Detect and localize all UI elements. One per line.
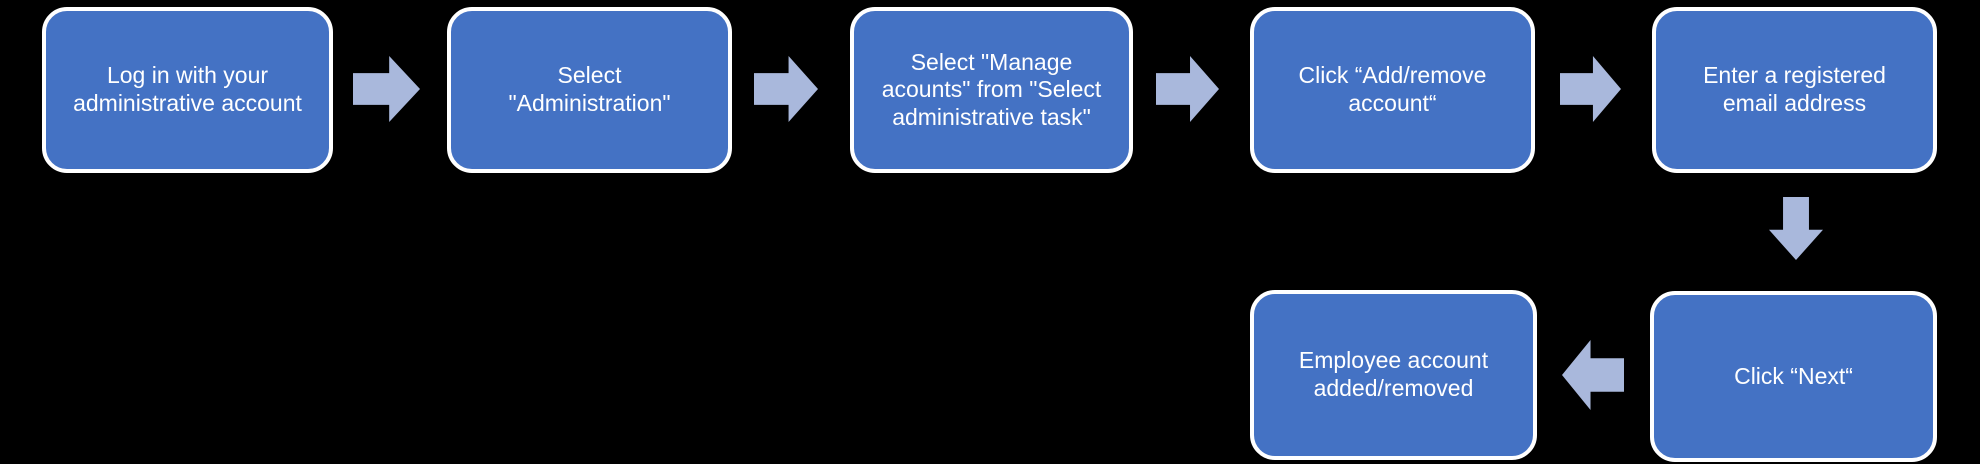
- arrow-left-icon: [1562, 340, 1624, 410]
- arrow-right-icon: [353, 56, 420, 122]
- arrow-right-icon: [754, 56, 818, 122]
- flow-step-login: Log in with your administrative account: [42, 7, 333, 173]
- flow-step-manage-accounts: Select "Manage acounts" from "Select adm…: [850, 7, 1133, 173]
- flow-step-enter-email: Enter a registered email address: [1652, 7, 1937, 173]
- arrow-down-icon: [1769, 197, 1823, 260]
- flow-step-select-administration: Select "Administration": [447, 7, 732, 173]
- flow-step-click-next: Click “Next“: [1650, 291, 1937, 462]
- arrow-right-icon: [1560, 56, 1621, 122]
- arrow-right-icon: [1156, 56, 1219, 122]
- flow-step-add-remove-account: Click “Add/remove account“: [1250, 7, 1535, 173]
- flow-step-account-added-removed: Employee account added/removed: [1250, 290, 1537, 460]
